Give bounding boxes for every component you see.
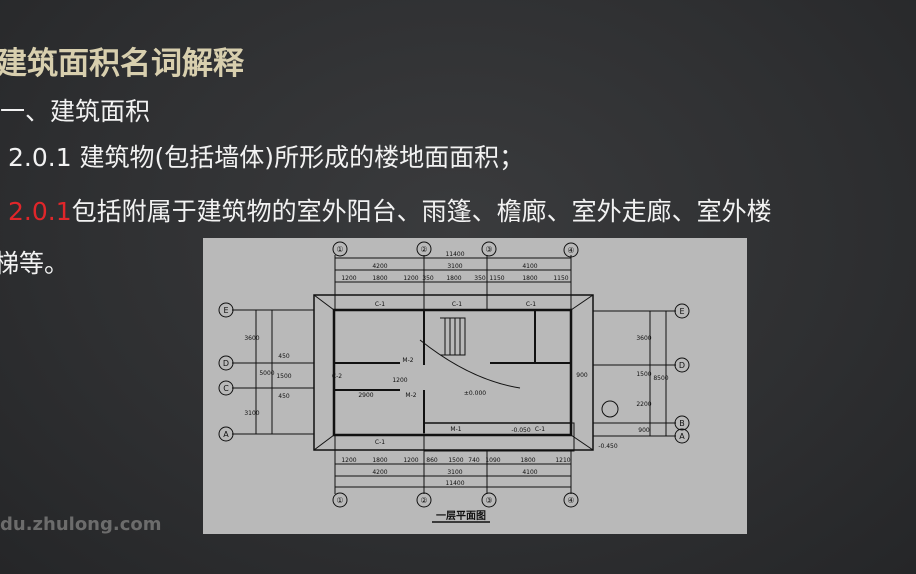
dim: 450 [278,393,290,400]
dim: 4200 [372,469,387,476]
dim: 3600 [636,335,651,342]
floor-plan-drawing: ① ② ③ ④ ① ② ③ ④ E D C A E D B A 11400 42… [218,241,690,523]
axis-label: E [679,307,684,316]
dim: 1150 [553,275,568,282]
clause-text: 包括附属于建筑物的室外阳台、雨篷、檐廊、室外走廊、室外楼 [71,197,772,226]
dim: 5000 [259,370,274,377]
window-label: C-2 [332,373,342,380]
dim: 1800 [372,275,387,282]
dim: 900 [576,372,588,379]
axis-label: A [223,430,229,439]
dim: 1800 [446,275,461,282]
watermark: du.zhulong.com [0,514,162,535]
dim: 740 [468,457,480,464]
axis-label: ④ [567,246,574,255]
dim: 2200 [636,401,651,408]
dim: 3100 [447,469,462,476]
level-label: -0.450 [598,443,618,450]
door-label: M-2 [405,392,416,399]
axis-label: ② [420,245,427,254]
axis-label: B [679,419,685,428]
wall-outline [332,308,573,437]
dim: 350 [474,275,486,282]
dim: 350 [422,275,434,282]
axis-label: ③ [485,245,492,254]
definition-line-1: 2.0.1 建筑物(包括墙体)所形成的楼地面面积； [8,143,525,172]
dim: 900 [638,427,650,434]
dim: 1800 [520,457,535,464]
dim: 1150 [489,275,504,282]
axis-label: ④ [567,496,574,505]
dim: 4200 [372,263,387,270]
dim: 11400 [445,251,464,258]
dim: 1200 [403,457,418,464]
dim: 1200 [392,377,407,384]
dim: 1500 [276,373,291,380]
axis-label: D [223,359,229,368]
door-label: M-2 [402,357,413,364]
plan-caption: 一层平面图 [436,510,486,522]
dim: 860 [426,457,438,464]
dim: 3100 [447,263,462,270]
dim: 8500 [653,375,668,382]
dim: 1090 [485,457,500,464]
dim: 2900 [358,392,373,399]
axis-label: E [223,306,228,315]
window-label: C-1 [452,301,462,308]
window-label: C-1 [526,301,536,308]
level-label: -0.050 [511,427,531,434]
axis-label: ② [420,496,427,505]
dim: 3100 [244,410,259,417]
level-label: ±0.000 [464,390,486,397]
dim: 1210 [555,457,570,464]
dim: 1800 [372,457,387,464]
section-heading: 一、建筑面积 [0,97,151,126]
dim: 1200 [341,457,356,464]
slide-title: 建筑面积名词解释 [0,46,244,82]
window-label: C-1 [375,301,385,308]
axis-label: C [223,384,229,393]
dim: 3600 [244,335,259,342]
definition-line-3: 梯等。 [0,249,70,278]
definition-line-2: 2.0.1包括附属于建筑物的室外阳台、雨篷、檐廊、室外走廊、室外楼 [8,192,772,228]
dim: 450 [278,353,290,360]
dim: 11400 [445,480,464,487]
dim: 1800 [522,275,537,282]
window-label: C-1 [535,426,545,433]
axis-label: ① [336,245,343,254]
dim: 4100 [522,263,537,270]
dim: 1500 [448,457,463,464]
dim: 4100 [522,469,537,476]
clause-number: 2.0.1 [8,197,72,226]
dim: 1200 [341,275,356,282]
window-label: C-1 [375,439,385,446]
axis-label: ③ [485,496,492,505]
door-label: M-1 [450,426,461,433]
axis-label: D [679,361,685,370]
dim: 1500 [636,371,651,378]
axis-label: ① [336,496,343,505]
floor-plan-image: ① ② ③ ④ ① ② ③ ④ E D C A E D B A 11400 42… [203,238,747,534]
roof-outline [313,294,594,451]
axis-label: A [679,432,685,441]
dim: 1200 [403,275,418,282]
